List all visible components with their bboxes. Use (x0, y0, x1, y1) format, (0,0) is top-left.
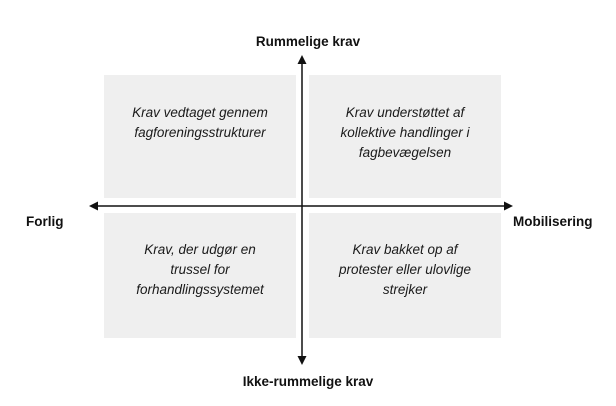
right-arrowhead (504, 201, 513, 211)
top-arrowhead (297, 55, 307, 64)
quadrant-bottom-right: Krav bakket op af protester eller ulovli… (309, 213, 501, 338)
axis-label-top: Rummelige krav (255, 34, 361, 49)
quadrant-bottom-left-text: Krav, der udgør en trussel for forhandli… (136, 241, 264, 297)
vertical-axis (297, 55, 307, 365)
quadrant-top-right: Krav understøttet af kollektive handling… (309, 75, 501, 198)
quadrant-bottom-right-text: Krav bakket op af protester eller ulovli… (338, 241, 472, 297)
quadrant-top-left: Krav vedtaget gennem fagforeningsstruktu… (104, 75, 296, 198)
left-arrowhead (89, 201, 98, 211)
quadrant-bottom-left: Krav, der udgør en trussel for forhandli… (104, 213, 296, 338)
axis-label-bottom: Ikke-rummelige krav (242, 374, 374, 389)
bottom-arrowhead (297, 356, 307, 365)
quadrant-top-left-text: Krav vedtaget gennem fagforeningsstruktu… (132, 104, 268, 140)
axis-label-right: Mobilisering (513, 214, 593, 229)
horizontal-axis (89, 201, 513, 211)
axis-label-left: Forlig (26, 214, 64, 229)
quadrant-top-right-text: Krav understøttet af kollektive handling… (340, 104, 470, 160)
